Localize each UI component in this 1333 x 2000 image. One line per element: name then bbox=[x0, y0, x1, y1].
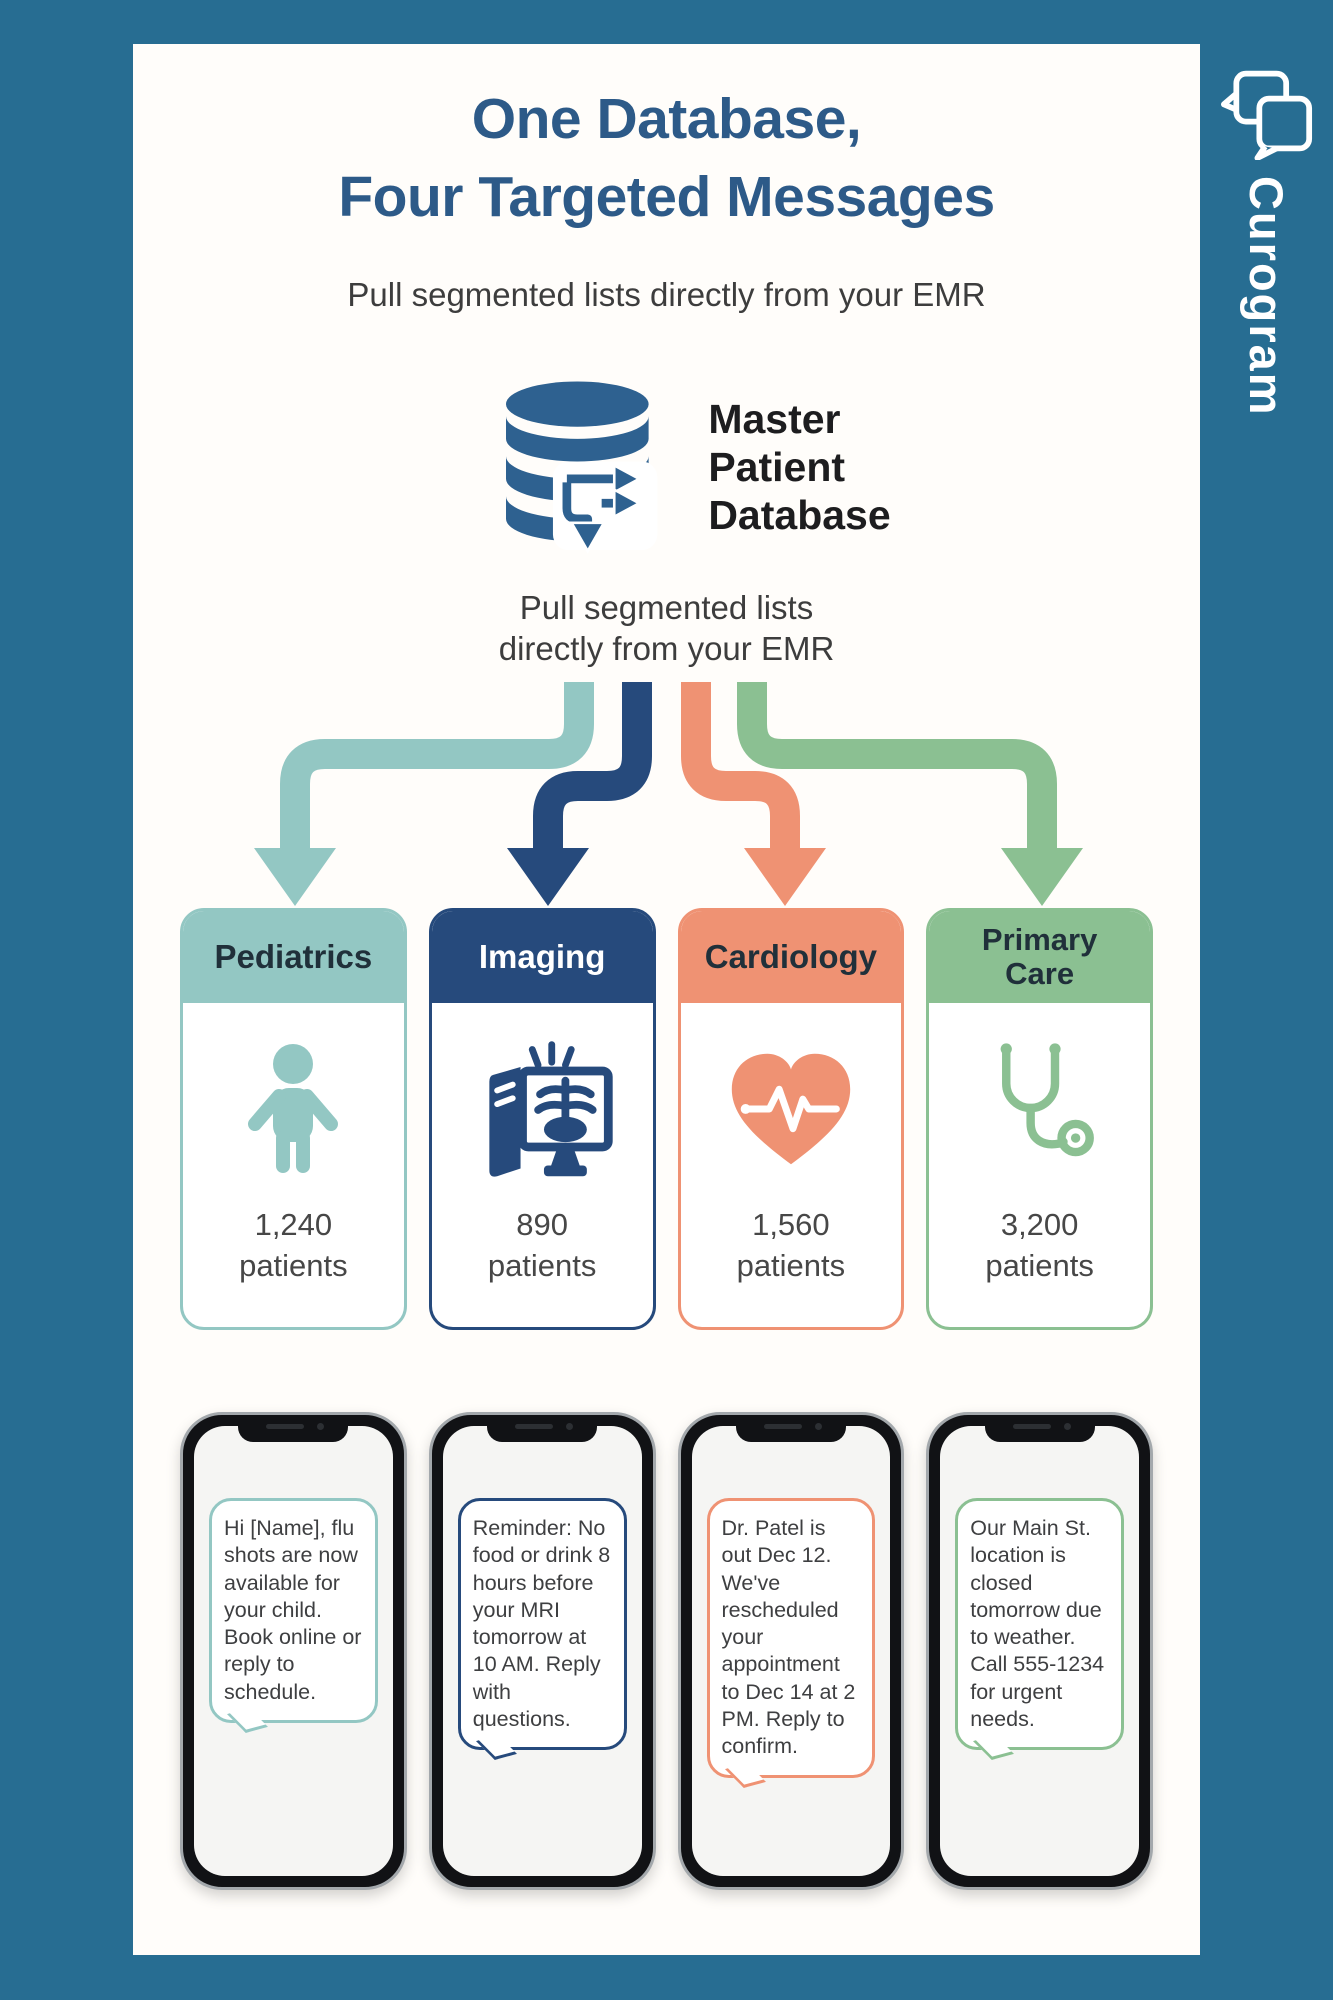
card-cardiology: Cardiology 1,560 patients bbox=[677, 908, 905, 1330]
brand-sidebar: Curogram bbox=[1200, 0, 1333, 2000]
card-pediatrics: Pediatrics bbox=[180, 908, 407, 1330]
phone-notch bbox=[984, 1415, 1095, 1442]
phone-speaker bbox=[266, 1424, 305, 1429]
arrowhead-cardiology bbox=[744, 848, 826, 906]
phone-camera-dot bbox=[566, 1423, 574, 1430]
phone-speaker bbox=[763, 1424, 802, 1429]
database-icon bbox=[506, 381, 658, 554]
phone-pediatrics: Hi [Name], flu shots are now available f… bbox=[180, 1412, 407, 1890]
card-primary-care-title: Primary Care bbox=[981, 921, 1098, 991]
cardiology-count-value: 1,560 bbox=[752, 1207, 830, 1242]
primary-care-count-unit: patients bbox=[985, 1247, 1094, 1283]
title-line-1: One Database, bbox=[471, 87, 862, 151]
phone-pediatrics-screen: Hi [Name], flu shots are now available f… bbox=[194, 1426, 393, 1876]
card-imaging-header: Imaging bbox=[431, 911, 653, 1003]
phone-primary-care: Our Main St. location is closed tomorrow… bbox=[926, 1412, 1153, 1890]
database-caption-line-1: Pull segmented lists bbox=[519, 589, 814, 626]
brand-name: Curogram bbox=[1240, 176, 1293, 417]
infographic-panel: One Database, Four Targeted Messages Pul… bbox=[133, 44, 1200, 1955]
child-icon bbox=[248, 1044, 339, 1173]
phone-camera-dot bbox=[1063, 1423, 1071, 1430]
phone-primary-care-screen: Our Main St. location is closed tomorrow… bbox=[940, 1426, 1139, 1876]
arrowhead-imaging bbox=[507, 848, 589, 906]
card-cardiology-count: 1,560 patients bbox=[737, 1205, 846, 1287]
page-subtitle: Pull segmented lists directly from your … bbox=[347, 276, 986, 313]
cardiology-count-unit: patients bbox=[736, 1247, 846, 1283]
database-label-line-3: Database bbox=[708, 491, 891, 538]
card-pediatrics-body: 1,240 patients bbox=[183, 1003, 404, 1327]
xray-monitor-icon bbox=[489, 1041, 613, 1177]
page-title: One Database, Four Targeted Messages bbox=[133, 80, 1200, 236]
card-cardiology-body: 1,560 patients bbox=[681, 1003, 902, 1327]
stethoscope-icon bbox=[1000, 1043, 1094, 1157]
arrowhead-pediatrics bbox=[254, 848, 336, 906]
card-pediatrics-count: 1,240 patients bbox=[239, 1205, 348, 1287]
title-line-2: Four Targeted Messages bbox=[338, 165, 995, 230]
card-imaging: Imaging bbox=[428, 908, 656, 1330]
arrow-cardiology bbox=[681, 682, 800, 850]
phone-cardiology-screen: Dr. Patel is out Dec 12. We've reschedul… bbox=[691, 1426, 891, 1876]
card-imaging-count: 890 patients bbox=[488, 1205, 597, 1287]
card-cardiology-header: Cardiology bbox=[680, 911, 902, 1003]
phone-cardiology: Dr. Patel is out Dec 12. We've reschedul… bbox=[677, 1412, 905, 1890]
phone-mockups: Hi [Name], flu shots are now available f… bbox=[180, 1412, 1153, 1890]
sms-bubble-imaging: Reminder: No food or drink 8 hours befor… bbox=[457, 1498, 627, 1751]
card-primary-care: Primary Care 3,200 bbox=[926, 908, 1153, 1330]
database-label-line-1: Master bbox=[708, 396, 841, 442]
sms-bubble-primary-care: Our Main St. location is closed tomorrow… bbox=[955, 1498, 1124, 1751]
phone-notch bbox=[735, 1415, 846, 1442]
department-cards: Pediatrics bbox=[180, 908, 1153, 1330]
card-primary-care-header: Primary Care bbox=[929, 911, 1150, 1003]
arrowhead-primary-care bbox=[1001, 848, 1083, 906]
arrow-pediatrics bbox=[280, 682, 594, 850]
card-imaging-body: 890 patients bbox=[432, 1003, 653, 1327]
phone-camera-dot bbox=[814, 1423, 822, 1430]
phone-speaker bbox=[515, 1424, 554, 1429]
phone-notch bbox=[238, 1415, 349, 1442]
imaging-count-value: 890 bbox=[516, 1207, 568, 1242]
arrow-imaging bbox=[533, 682, 652, 850]
phone-imaging: Reminder: No food or drink 8 hours befor… bbox=[428, 1412, 656, 1890]
card-imaging-title: Imaging bbox=[478, 937, 606, 975]
card-primary-care-body: 3,200 patients bbox=[929, 1003, 1150, 1327]
database-label: Master Patient Database bbox=[708, 396, 890, 540]
phone-speaker bbox=[1012, 1424, 1051, 1429]
database-caption: Pull segmented lists directly from your … bbox=[133, 588, 1200, 670]
sms-bubble-pediatrics: Hi [Name], flu shots are now available f… bbox=[209, 1498, 378, 1724]
card-pediatrics-title: Pediatrics bbox=[214, 937, 373, 975]
pediatrics-count-value: 1,240 bbox=[254, 1207, 333, 1242]
phone-notch bbox=[487, 1415, 598, 1442]
flow-arrows bbox=[254, 682, 1083, 906]
card-pediatrics-header: Pediatrics bbox=[183, 911, 404, 1003]
pediatrics-count-unit: patients bbox=[239, 1247, 348, 1283]
database-caption-line-2: directly from your EMR bbox=[498, 629, 835, 667]
phone-imaging-screen: Reminder: No food or drink 8 hours befor… bbox=[442, 1426, 642, 1876]
master-database-block: Master Patient Database bbox=[133, 378, 1200, 578]
card-primary-care-count: 3,200 patients bbox=[985, 1205, 1094, 1287]
heart-ekg-icon bbox=[731, 1053, 851, 1165]
database-label-line-2: Patient bbox=[708, 443, 846, 490]
imaging-count-unit: patients bbox=[487, 1247, 597, 1283]
primary-care-count-value: 3,200 bbox=[1000, 1207, 1079, 1242]
sms-bubble-cardiology: Dr. Patel is out Dec 12. We've reschedul… bbox=[706, 1498, 876, 1778]
phone-camera-dot bbox=[317, 1423, 325, 1430]
chat-bubbles-icon bbox=[1220, 70, 1312, 160]
card-cardiology-title: Cardiology bbox=[704, 937, 878, 975]
arrow-primary-care bbox=[737, 682, 1057, 850]
